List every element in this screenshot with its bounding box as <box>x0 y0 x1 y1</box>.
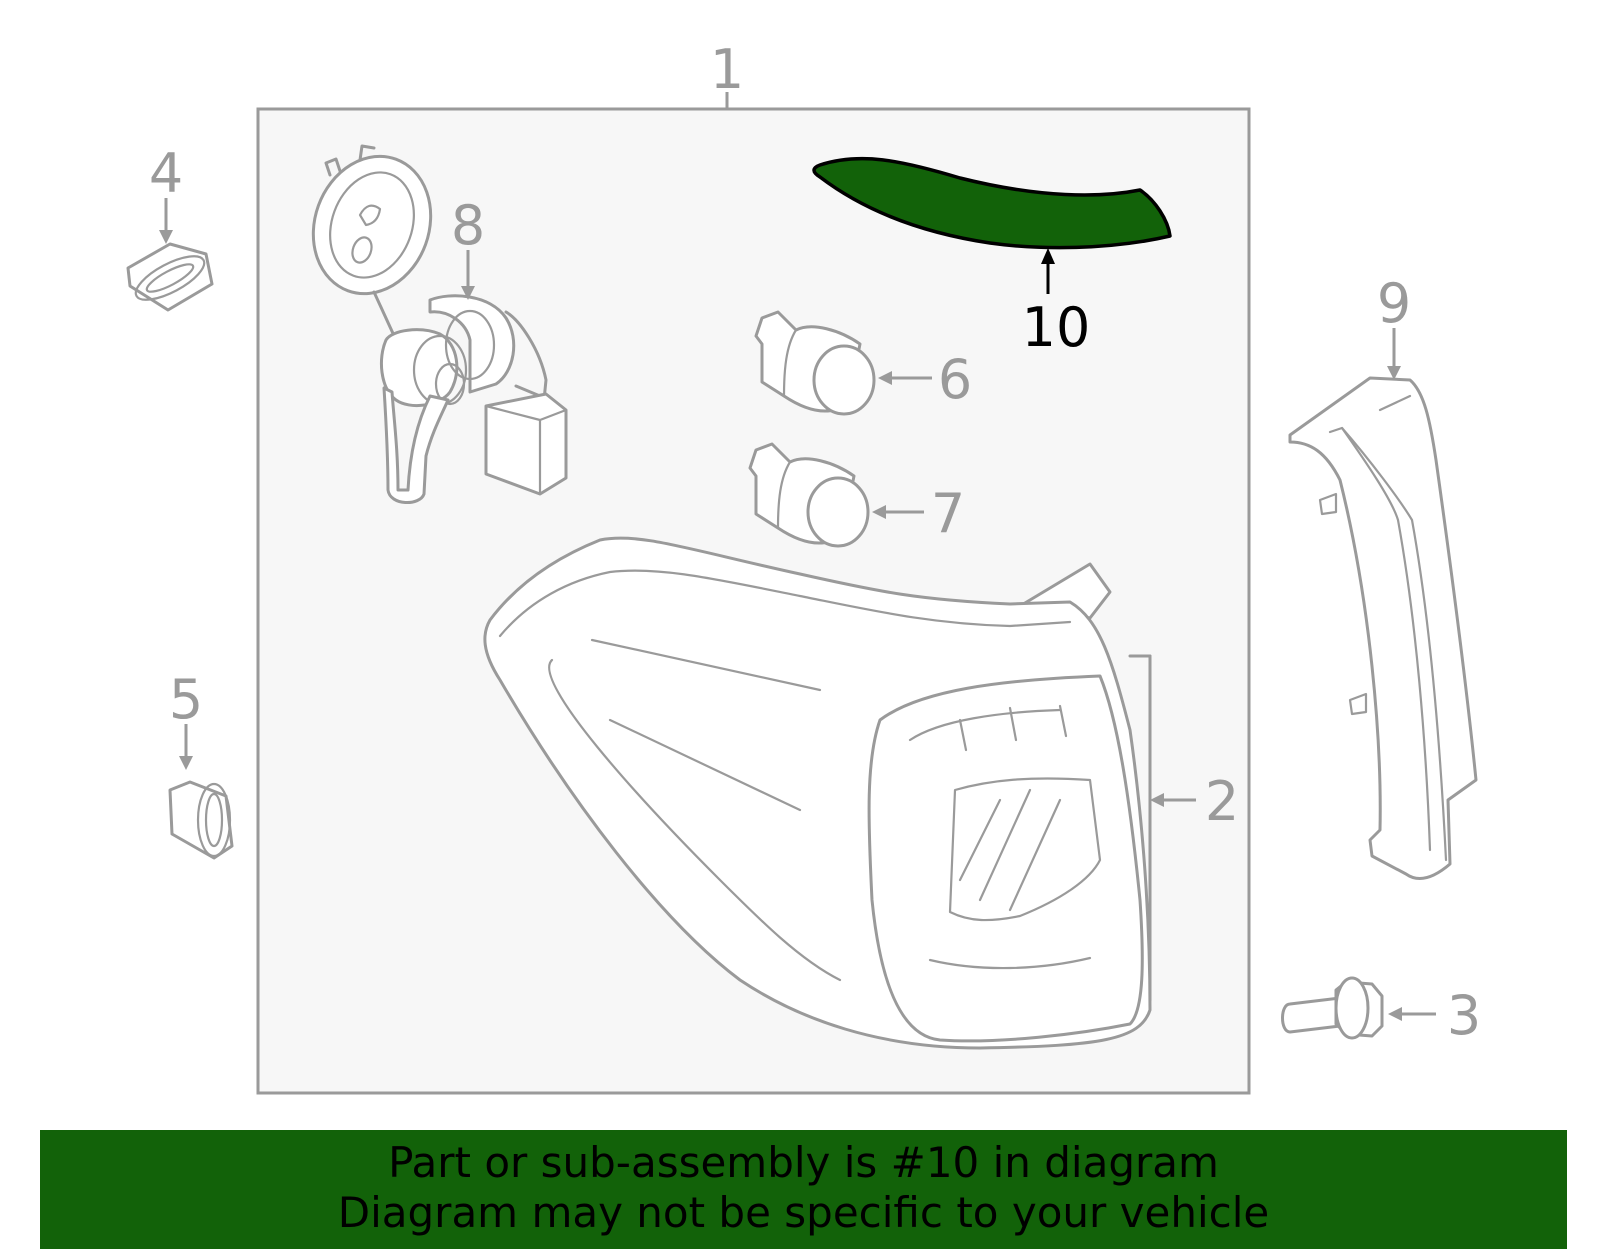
part-5-grommet[interactable] <box>168 780 234 860</box>
part-10-reflector-strip[interactable] <box>812 156 1172 250</box>
callout-4: 4 <box>149 142 183 205</box>
banner-line-2: Diagram may not be specific to your vehi… <box>337 1188 1270 1237</box>
callout-8: 8 <box>451 194 485 257</box>
part-7-bulb[interactable] <box>748 442 870 548</box>
callout-leaders <box>159 198 1436 1021</box>
part-4-grommet[interactable] <box>126 242 214 312</box>
part-8-bulb-socket-harness[interactable] <box>294 140 568 504</box>
info-banner: Part or sub-assembly is #10 in diagram D… <box>40 1130 1567 1249</box>
callout-10-arrowhead <box>1041 248 1055 264</box>
callout-2: 2 <box>1205 770 1239 833</box>
callout-7: 7 <box>931 482 965 545</box>
part-6-bulb[interactable] <box>754 310 876 416</box>
part-3-screw[interactable] <box>1281 976 1384 1040</box>
callout-6: 6 <box>938 348 972 411</box>
callout-5: 5 <box>169 668 203 731</box>
callout-9: 9 <box>1377 272 1411 335</box>
callout-3: 3 <box>1447 984 1481 1047</box>
part-2-lamp-housing[interactable] <box>483 536 1152 1050</box>
banner-line-1: Part or sub-assembly is #10 in diagram <box>388 1138 1219 1187</box>
callout-1: 1 <box>710 38 744 101</box>
callout-10: 10 <box>1022 296 1091 359</box>
part-9-side-reflector[interactable] <box>1288 376 1478 880</box>
